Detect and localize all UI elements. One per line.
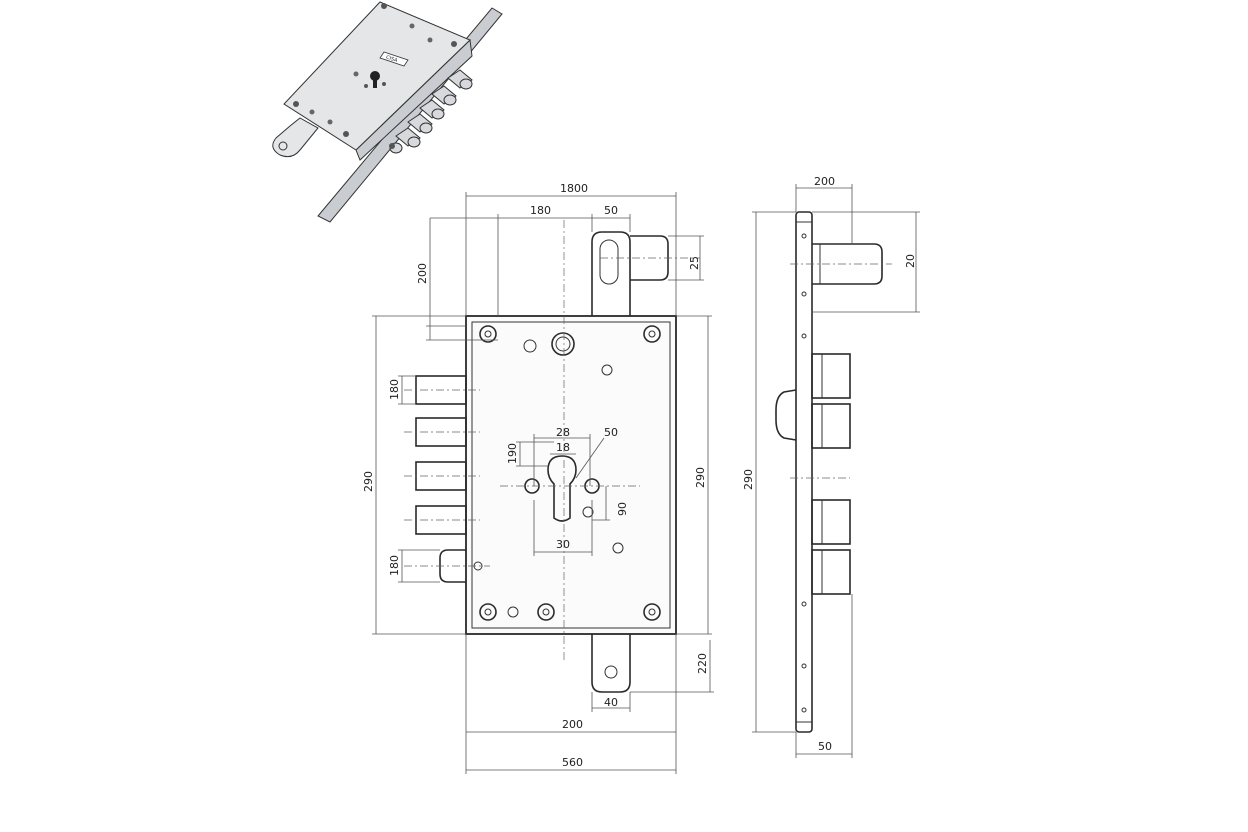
left-bolts [415,375,467,583]
dim-cylinder-left-vertical: 190 [506,443,519,464]
side-dimensions: 200 20 290 50 [742,175,920,758]
dim-overall-width: 560 [562,756,583,769]
dim-plate-height-left: 290 [362,471,375,492]
dim-top-right: 50 [604,204,618,217]
front-dimensions: 1800 180 50 200 25 180 290 180 28 18 [362,182,714,774]
dim-bottom-tab-width: 40 [604,696,618,709]
dim-left-vertical-offset: 200 [416,263,429,284]
dim-cylinder-right-dim: 50 [604,426,618,439]
isometric-lock-view: CISA [272,1,503,223]
dim-top-total: 1800 [560,182,588,195]
dim-bolt-top-height: 180 [388,379,401,400]
dim-top-left: 180 [530,204,551,217]
dim-deadbolt-height: 25 [688,256,701,270]
dim-plate-height-right: 290 [694,467,707,488]
side-view [775,211,892,733]
dim-cylinder-inner-width: 18 [556,441,570,454]
iso-brand-label: CISA [385,55,398,64]
dim-side-top-width: 200 [814,175,835,188]
screw-holes [473,325,661,621]
front-view [404,220,700,693]
dim-cylinder-bottom-width: 30 [556,538,570,551]
dim-side-height: 290 [742,469,755,490]
dim-bolt-bottom-height: 180 [388,555,401,576]
dim-plate-width: 200 [562,718,583,731]
dim-side-bottom-width: 50 [818,740,832,753]
dim-bottom-tab-height: 220 [696,653,709,674]
dim-cylinder-right-vertical: 90 [616,502,629,516]
dim-side-bolt: 20 [904,254,917,268]
dim-cylinder-outer-width: 28 [556,426,570,439]
